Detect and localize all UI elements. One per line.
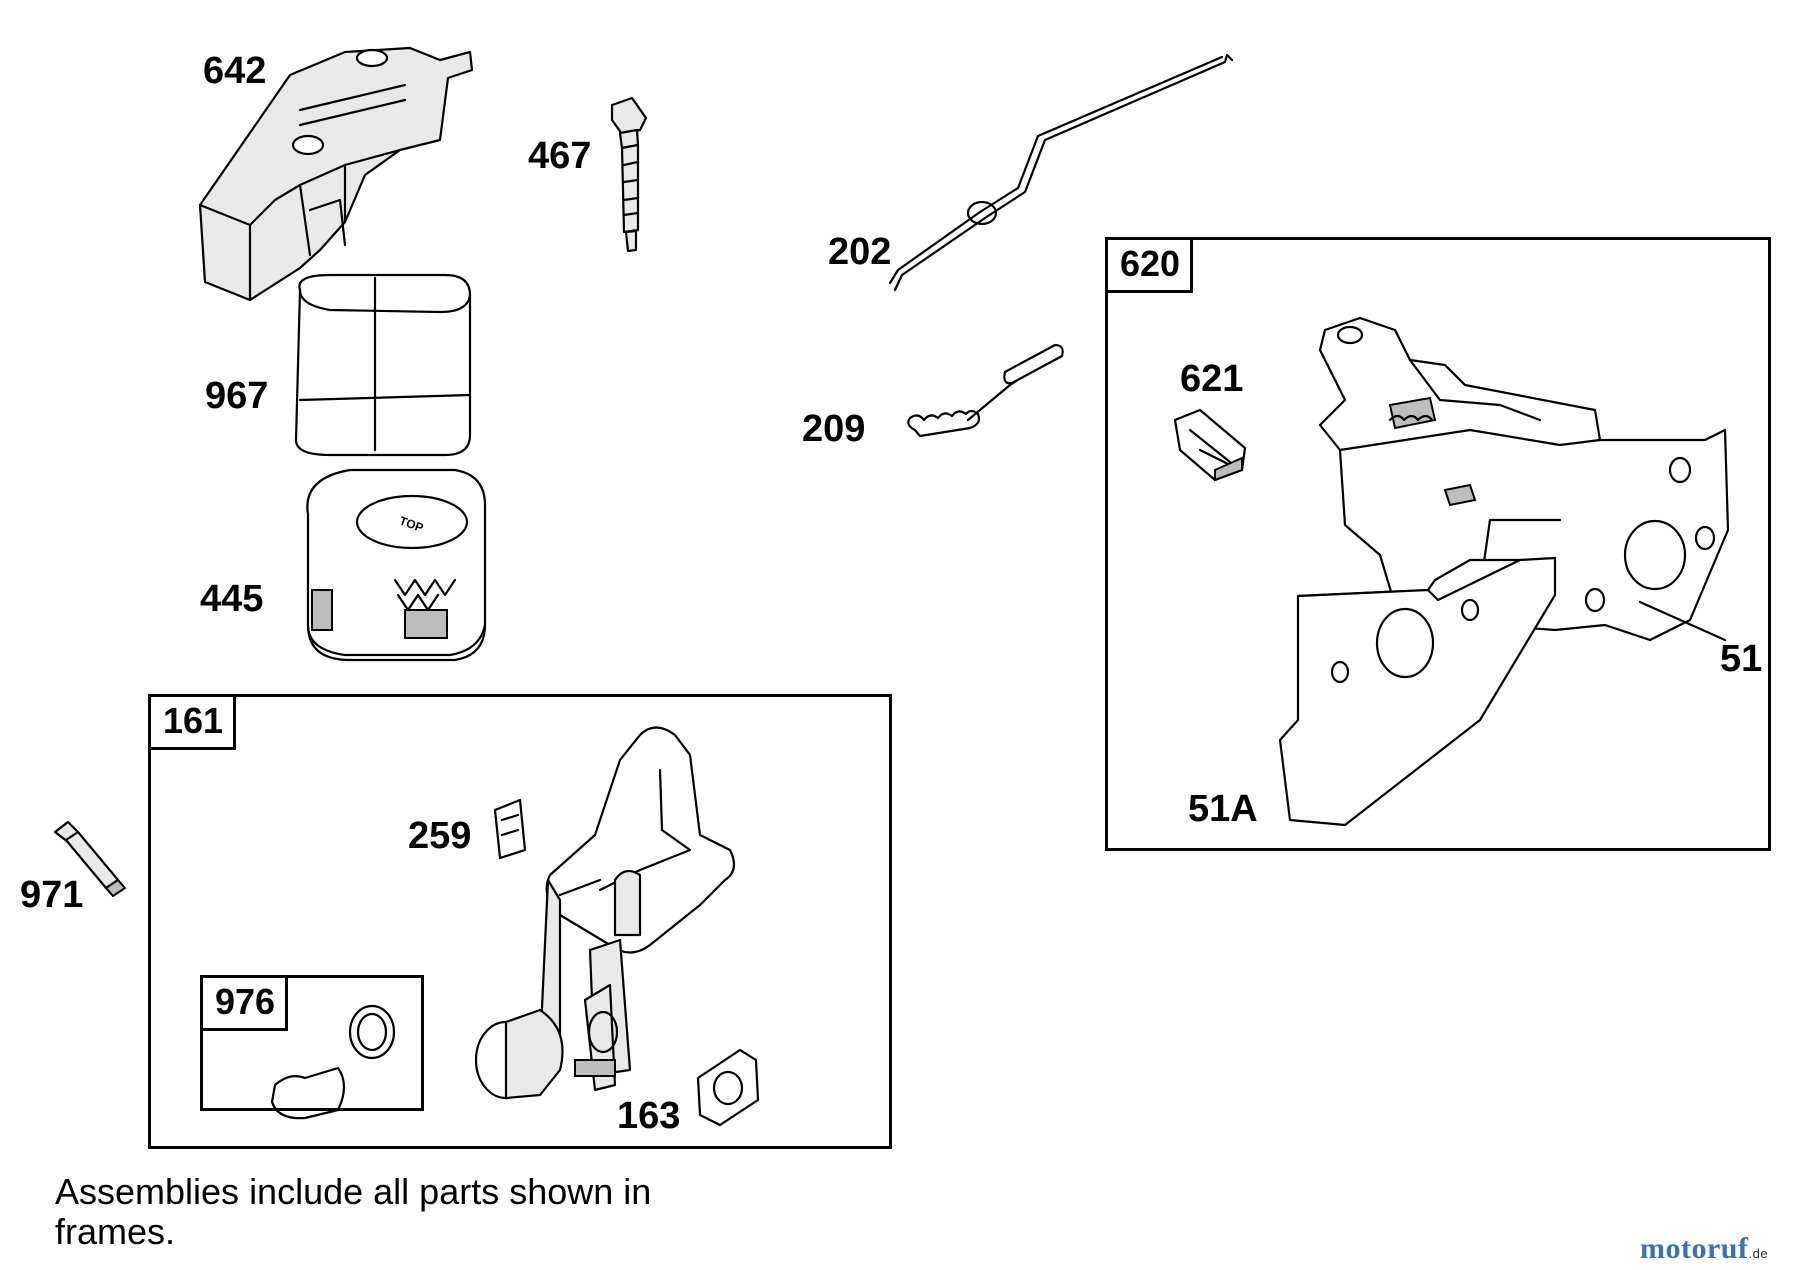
air-cleaner-cover-642: [198, 46, 474, 302]
air-cleaner-base-161: [474, 726, 736, 1100]
label-51a: 51A: [1188, 788, 1258, 830]
label-621: 621: [1180, 358, 1244, 400]
label-163: 163: [617, 1095, 681, 1137]
clip-259: [493, 798, 527, 860]
assembly-note: Assemblies include all parts shown in fr…: [55, 1171, 652, 1253]
gasket-163: [696, 1048, 760, 1127]
bolt-971: [53, 820, 127, 898]
insulator-51a: [1278, 556, 1557, 827]
air-filter-445: TOP: [306, 468, 487, 662]
governor-link-202: [888, 53, 1234, 292]
control-bracket-620: [1318, 316, 1730, 642]
breather-976: [270, 1004, 396, 1120]
frame-620: 620: [1105, 237, 1771, 851]
label-202: 202: [828, 231, 892, 273]
brand-tld: .de: [1748, 1246, 1769, 1261]
brand-watermark: motoruf.de: [1640, 1232, 1768, 1266]
brand-name: motoruf: [1640, 1232, 1749, 1265]
frame-976-tag: 976: [203, 978, 289, 1031]
clip-621: [1173, 408, 1247, 482]
frame-620-tag: 620: [1108, 240, 1194, 293]
pre-cleaner-967: [294, 273, 472, 457]
frame-161: 161: [148, 694, 892, 1149]
dipstick-467: [610, 96, 648, 253]
label-209: 209: [802, 408, 866, 450]
label-971: 971: [20, 874, 84, 916]
label-51: 51: [1720, 638, 1763, 680]
label-967: 967: [205, 375, 269, 417]
label-259: 259: [408, 815, 472, 857]
governor-spring-209: [907, 343, 1064, 438]
label-445: 445: [200, 578, 264, 620]
label-467: 467: [528, 135, 592, 177]
frame-161-tag: 161: [151, 697, 237, 750]
frame-976: 976: [200, 975, 424, 1111]
label-642: 642: [203, 50, 267, 92]
